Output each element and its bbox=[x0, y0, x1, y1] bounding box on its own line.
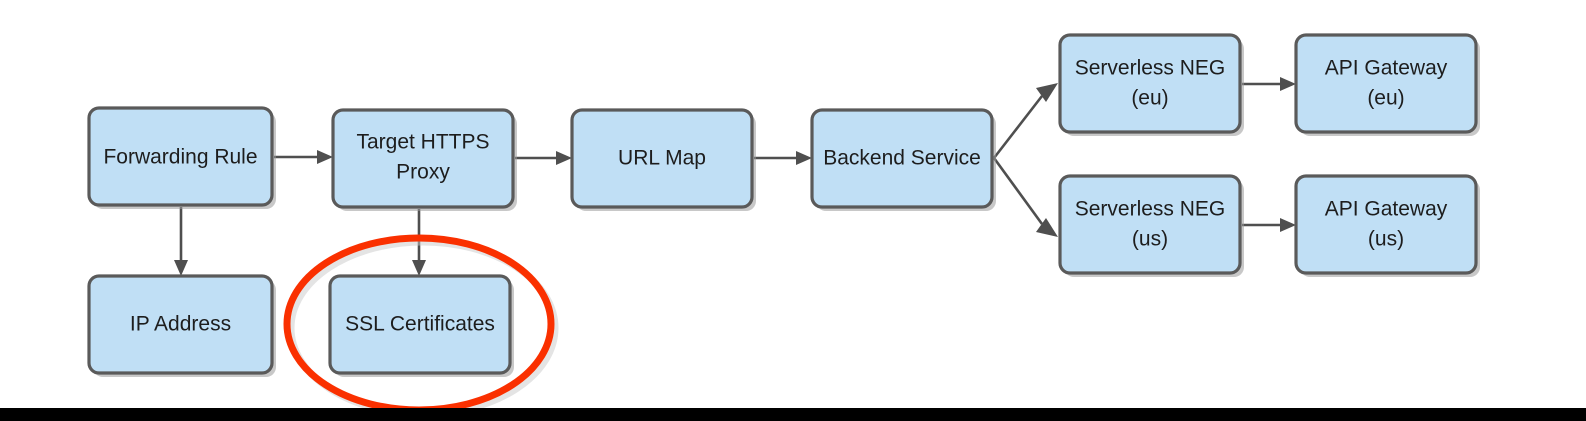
node-label-serverless-neg-eu-line1: Serverless NEG bbox=[1075, 57, 1226, 80]
node-rect[interactable] bbox=[328, 274, 512, 375]
node-ip-address[interactable]: IP Address bbox=[87, 274, 276, 377]
node-api-gateway-us[interactable]: API Gateway (us) bbox=[1294, 174, 1480, 277]
node-ssl-certificates[interactable]: SSL Certificates bbox=[328, 274, 514, 377]
edge-serverless-neg-eu-to-api-gateway-eu bbox=[1242, 77, 1296, 91]
node-label-api-gateway-eu-line1: API Gateway bbox=[1325, 57, 1448, 80]
node-rect[interactable] bbox=[570, 108, 754, 209]
node-rect[interactable] bbox=[810, 108, 994, 209]
node-label-api-gateway-us-line2: (us) bbox=[1368, 228, 1404, 251]
node-rect[interactable] bbox=[1294, 33, 1478, 134]
node-url-map[interactable]: URL Map bbox=[570, 108, 756, 211]
node-label-ip-address: IP Address bbox=[130, 313, 231, 336]
node-label-backend-service: Backend Service bbox=[823, 147, 981, 170]
node-rect[interactable] bbox=[331, 108, 515, 209]
node-rect[interactable] bbox=[87, 106, 274, 207]
node-label-target-https-proxy-line2: Proxy bbox=[396, 161, 450, 184]
node-forwarding-rule[interactable]: Forwarding Rule bbox=[87, 106, 276, 209]
node-label-api-gateway-us-line1: API Gateway bbox=[1325, 198, 1448, 221]
edge-target-https-proxy-to-url-map bbox=[515, 151, 572, 165]
node-rect[interactable] bbox=[87, 274, 274, 375]
node-serverless-neg-us[interactable]: Serverless NEG (us) bbox=[1058, 174, 1244, 277]
node-label-url-map: URL Map bbox=[618, 147, 706, 170]
edge-serverless-neg-us-to-api-gateway-us bbox=[1242, 218, 1296, 232]
edge-backend-service-to-serverless-neg-us bbox=[992, 157, 1058, 237]
node-api-gateway-eu[interactable]: API Gateway (eu) bbox=[1294, 33, 1480, 136]
node-serverless-neg-eu[interactable]: Serverless NEG (eu) bbox=[1058, 33, 1244, 136]
node-label-serverless-neg-eu-line2: (eu) bbox=[1131, 87, 1168, 110]
edge-forwarding-rule-to-target-https-proxy bbox=[274, 150, 333, 164]
node-rect[interactable] bbox=[1058, 174, 1242, 275]
node-layer: Forwarding Rule Target HTTPS Proxy URL M… bbox=[87, 33, 1480, 377]
node-label-target-https-proxy-line1: Target HTTPS bbox=[356, 131, 489, 154]
edge-forwarding-rule-to-ip-address bbox=[174, 207, 188, 276]
edge-backend-service-to-serverless-neg-eu bbox=[992, 83, 1058, 159]
edge-url-map-to-backend-service bbox=[754, 151, 812, 165]
node-label-forwarding-rule: Forwarding Rule bbox=[103, 146, 257, 169]
node-rect[interactable] bbox=[1058, 33, 1242, 134]
node-label-serverless-neg-us-line1: Serverless NEG bbox=[1075, 198, 1226, 221]
node-label-api-gateway-eu-line2: (eu) bbox=[1367, 87, 1404, 110]
node-label-ssl-certificates: SSL Certificates bbox=[345, 313, 495, 336]
node-target-https-proxy[interactable]: Target HTTPS Proxy bbox=[331, 108, 517, 211]
node-rect[interactable] bbox=[1294, 174, 1478, 275]
bottom-bar bbox=[0, 408, 1586, 421]
node-label-serverless-neg-us-line2: (us) bbox=[1132, 228, 1168, 251]
node-backend-service[interactable]: Backend Service bbox=[810, 108, 996, 211]
